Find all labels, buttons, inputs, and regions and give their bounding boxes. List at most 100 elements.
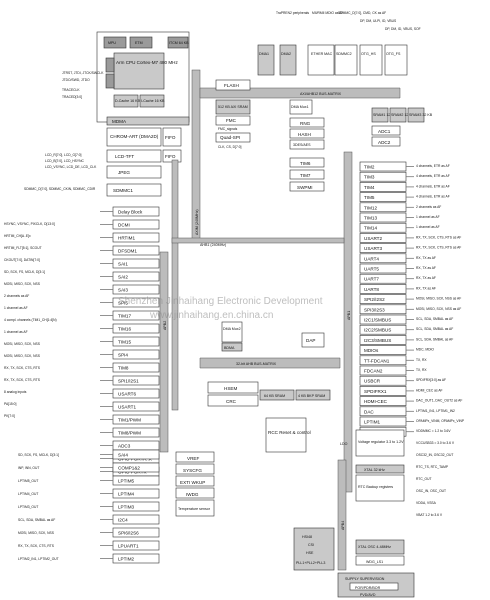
left-pin-3: SDMMC_D[7:0], SDMMC_CKIN, SDMMC_CDIR [24,187,96,191]
ethmac-block [307,44,335,76]
left-pin-21: SD, SCK, FS, MCLK, D[3:1] [18,453,59,457]
tim7-block [289,169,325,180]
adc2-label: ADC2 [378,140,391,145]
left-block2-label-lptim4: LPTIM4 [118,492,135,497]
fifo-block-1 [162,127,182,147]
crc-block [207,394,259,407]
sram2-label: SRAM2 128 KB [391,113,417,117]
axisram-label: 512 KB AXI SRAM [218,105,248,109]
left-pin-27: MOSI, MISO, SCK, NSS [18,531,55,535]
left-pin-10: 2 channels as AF [4,294,29,298]
left-block2-label-lpuart1: LPUART1 [118,544,139,549]
left-block-label-spi4: SPI4 [118,353,128,358]
xtal32-block [355,464,405,474]
rtc-block [355,474,405,502]
right-block-label-tim13: TIM13 [364,216,377,221]
left-block-label-dcmi: DCMI [118,223,130,228]
xtalosc-block [355,539,405,555]
itcm-block [167,36,189,49]
flash-block [215,79,251,91]
mdma-block [106,116,190,126]
iwdg-block [175,487,215,499]
dmamux1-label: DMA Mux1 [291,105,309,109]
right-pin-28: OSC32_IN, OSC32_OUT [416,453,453,457]
bdma-label: BDMA [224,346,235,350]
vref-block [175,451,215,463]
supply-label: SUPPLY SUPERVISION [345,577,385,581]
left-pin-22: INP, INN, OUT [18,466,39,470]
sdmmc2-block [334,44,358,76]
left-pin-11: 1 channel as AF [4,306,28,310]
apb1-label: APB1 [347,311,351,320]
right-pin-26: VDDMMC = 1.2 to 3.6V [416,429,451,433]
top-pin-3: DP, DM, ULPI, ID, VBUS [360,19,397,23]
left-pin-24: LPTIM4_OUT [18,492,38,496]
wdg-lsi-block [355,555,405,566]
sram1-label: SRAM1 128 KB [373,113,399,117]
left-pin-5: HRTIM_CH[A..E]x [4,234,31,238]
left-block-label-adc3: ADC3 [118,444,131,449]
tim6-label: TIM6 [300,161,311,166]
left-block-label-dfsdm1: DFSDM1 [118,249,137,254]
otgfs-label: OTG_FS [386,52,401,56]
icache-block [139,94,165,108]
left-block-label-tim8: TIM8 [118,366,129,371]
right-pin-12: RX, TX as AF [416,286,436,290]
right-peripheral-column: TIM2TIM3TIM4TIM5TIM12TIM13TIM14USART2USA… [359,161,465,517]
right-block-label-spi3-i2s3: SPI3/I2S3 [364,307,385,312]
right-block-label-i2c2-smbus: I2C2/SMBUS [364,328,391,333]
right-pin-32: VDDA, VSSA [416,501,437,505]
exti-label: EXTI WKUP [180,480,205,485]
sdmmc1-label: SDMMC1 [113,188,133,193]
mpu-label: MPU [108,41,116,45]
mpu-block [103,36,127,49]
swpmi-block [289,181,325,192]
right-pin-15: SCL, SDA, SMBAL as AF [416,317,453,321]
jtag-pin-2: TRACECLK [62,88,80,92]
xtal32-label: XTAL 32 kHz [364,468,385,472]
ahb-link [171,237,345,244]
left-pin-16: RX, TX, SCK, CTS, RTS [4,366,41,370]
hse-label: HSE [306,551,314,555]
cpu-label: Arm CPU Cortex-M7 480 MHz [116,60,178,65]
right-block-label-tim4: TIM4 [364,185,375,190]
left-pin-14: MOSI, MISO, SCK, NSS [4,342,41,346]
left-block2-label-comp1-2: COMP1&2 [118,466,140,471]
left-block2-label-i2c4: I2C4 [118,518,128,523]
right-block-label-fdcan2: FDCAN2 [364,369,383,374]
right-pin-20: TX, RX [416,368,427,372]
otghs-block [359,44,383,76]
right-pin-10: RX, TX as AF [416,266,436,270]
rcc-label: RCC Reset & control [268,430,311,435]
vref-label: VREF [187,456,199,461]
sram3-block [407,107,425,123]
tim6-block [289,157,325,168]
ldo-label: LDO [340,442,348,446]
dma2-label: DMA2 [281,52,291,56]
right-block-label-lptim1: LPTIM1 [364,420,381,425]
rng-block [289,117,325,128]
axi-bus-matrix-label: AXI/AHB12 BUS-MATRIX [300,92,342,96]
swpmi-label: SWPMI [297,185,313,190]
mdma-label: MDMA [112,119,127,124]
right-block-label-uart7: UART7 [364,277,379,282]
watermark-line1: Shenzhen Jinhaihang Electronic Developme… [118,296,323,307]
left-pin-7: CKOUT[7:0], DATIN[7:0] [4,258,40,262]
dma1-block [257,44,275,76]
right-pin-2: 4 channels, ETR as AF [416,184,450,188]
left-pin-9: MOSI, MISO, SCK, NSS [4,282,41,286]
clock-sources [293,527,335,571]
dcache-label: D-Cache 16 KB [115,99,141,103]
hsi48-label: HSI48 [302,535,312,539]
sram4-block [259,389,295,401]
left-pin-12: 4 compl. channels (TIM1_CH[1:4]N) [4,318,57,322]
csi-label: CSI [308,543,314,547]
right-block-label-uart4: UART4 [364,256,379,261]
quadspi-pins: CLK, CS, D[7:0] [218,145,242,149]
top-pin-2: SDMMC_D[7:0], CMD, CK as AF [338,11,386,15]
apb4-bus [337,459,347,571]
right-block-label-uart8: UART8 [364,287,379,292]
apb1-bus [343,151,353,493]
right-pin-17: SCL, SDA, SMBAL as AF [416,337,453,341]
